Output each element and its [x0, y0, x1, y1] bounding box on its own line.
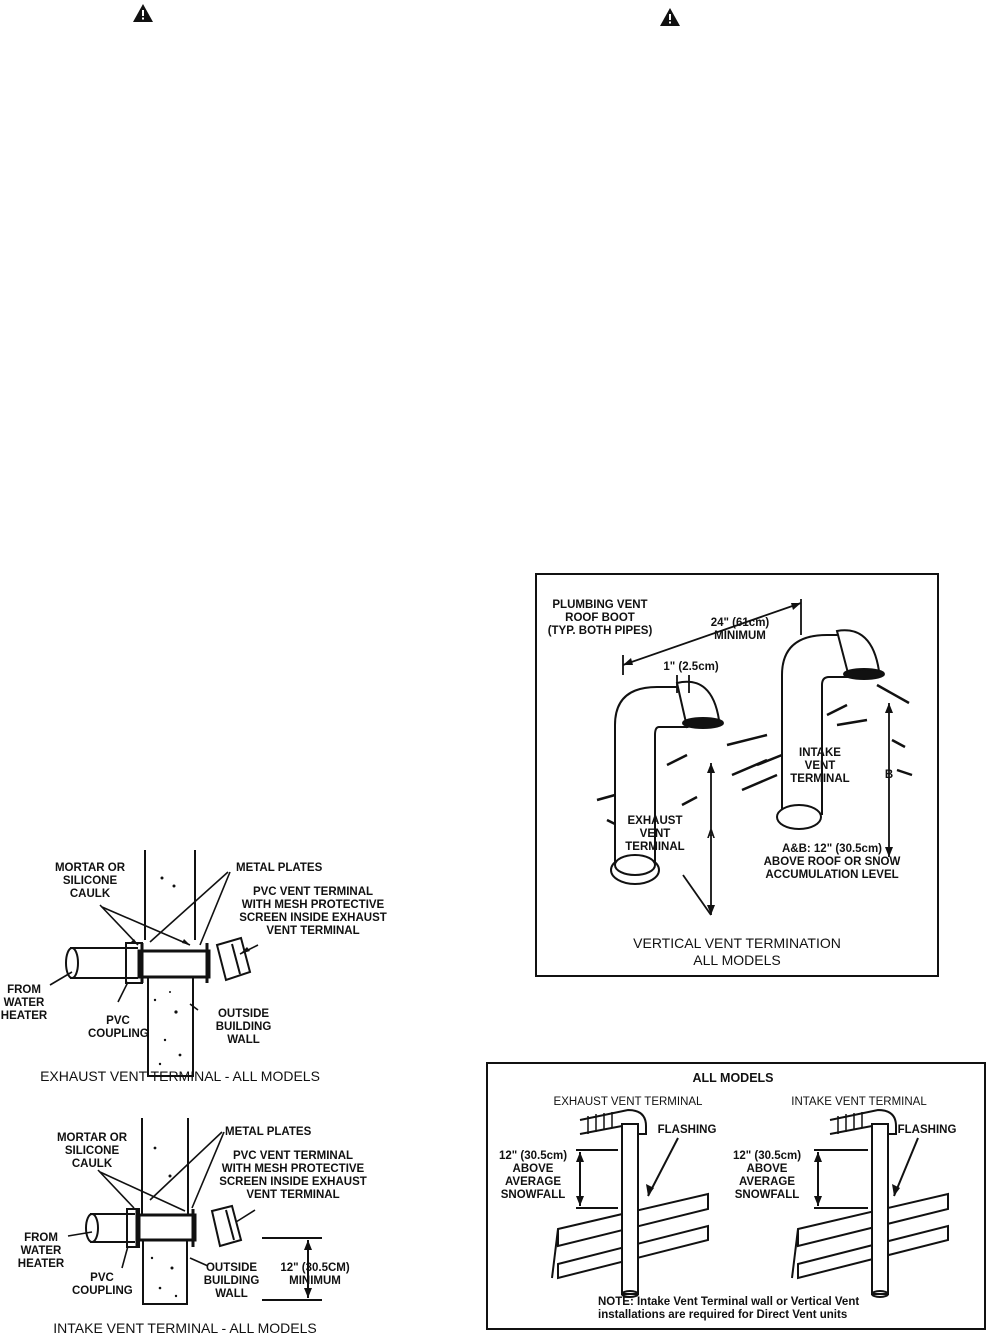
dimension-b-label: B	[884, 769, 894, 781]
warning-icon	[660, 8, 680, 26]
pvc-vent-terminal-label: PVC VENT TERMINAL WITH MESH PROTECTIVE S…	[219, 1150, 367, 1201]
mortar-label: MORTAR OR SILICONE CAULK	[54, 862, 126, 900]
intake-wall-drawing	[67, 1118, 322, 1305]
vertical-vent-caption: VERTICAL VENT TERMINATION ALL MODELS	[633, 935, 841, 968]
pvc-coupling-label: PVC COUPLING	[72, 1272, 133, 1297]
vertical-vent-drawing	[596, 599, 913, 916]
metal-plates-label: METAL PLATES	[225, 1126, 312, 1138]
spacing-1-label: 1" (2.5cm)	[663, 661, 719, 673]
metal-plates-label: METAL PLATES	[236, 862, 323, 874]
intake-terminal-label: INTAKE VENT TERMINAL	[790, 747, 850, 785]
dimension-a-label: A	[706, 829, 716, 841]
snowfall-drawing	[551, 1108, 949, 1298]
mortar-label: MORTAR OR SILICONE CAULK	[56, 1132, 128, 1170]
warning-icon	[133, 4, 153, 22]
outside-wall-label: OUTSIDE BUILDING WALL	[203, 1262, 260, 1300]
outside-wall-label: OUTSIDE BUILDING WALL	[215, 1008, 272, 1046]
exhaust-terminal-title: EXHAUST VENT TERMINAL	[553, 1096, 703, 1108]
roof-boot-label: PLUMBING VENT ROOF BOOT (TYP. BOTH PIPES…	[547, 599, 653, 637]
spacing-24-label: 24" (61cm) MINIMUM	[710, 617, 770, 642]
minimum-label: 12" (30.5CM) MINIMUM	[280, 1262, 350, 1287]
snowfall-label-right: 12" (30.5cm) ABOVE AVERAGE SNOWFALL	[732, 1150, 802, 1201]
exhaust-wall-caption: EXHAUST VENT TERMINAL - ALL MODELS	[40, 1068, 320, 1084]
exhaust-wall-figure: MORTAR OR SILICONE CAULK METAL PLATES PV…	[0, 850, 400, 1090]
snowfall-label-left: 12" (30.5cm) ABOVE AVERAGE SNOWFALL	[498, 1150, 568, 1201]
exhaust-wall-drawing	[49, 850, 259, 1077]
intake-wall-caption: INTAKE VENT TERMINAL - ALL MODELS	[53, 1320, 317, 1336]
snowfall-box: ALL MODELS EXHAUST VENT TERMINAL INTAKE …	[486, 1062, 986, 1330]
vertical-vent-box: PLUMBING VENT ROOF BOOT (TYP. BOTH PIPES…	[535, 573, 939, 977]
dimension-note-label: A&B: 12" (30.5cm) ABOVE ROOF OR SNOW ACC…	[763, 843, 901, 881]
from-water-heater-label: FROM WATER HEATER	[0, 984, 48, 1022]
all-models-title: ALL MODELS	[692, 1071, 774, 1085]
from-water-heater-label: FROM WATER HEATER	[17, 1232, 65, 1270]
pvc-coupling-label: PVC COUPLING	[88, 1015, 149, 1040]
intake-terminal-title: INTAKE VENT TERMINAL	[791, 1096, 927, 1108]
exhaust-terminal-label: EXHAUST VENT TERMINAL	[625, 815, 685, 853]
direct-vent-note: NOTE: Intake Vent Terminal wall or Verti…	[598, 1296, 860, 1321]
pvc-vent-terminal-label: PVC VENT TERMINAL WITH MESH PROTECTIVE S…	[239, 886, 387, 937]
intake-wall-figure: MORTAR OR SILICONE CAULK METAL PLATES PV…	[0, 1118, 400, 1318]
flashing-label-left: FLASHING	[657, 1124, 717, 1136]
flashing-label-right: FLASHING	[897, 1124, 957, 1136]
